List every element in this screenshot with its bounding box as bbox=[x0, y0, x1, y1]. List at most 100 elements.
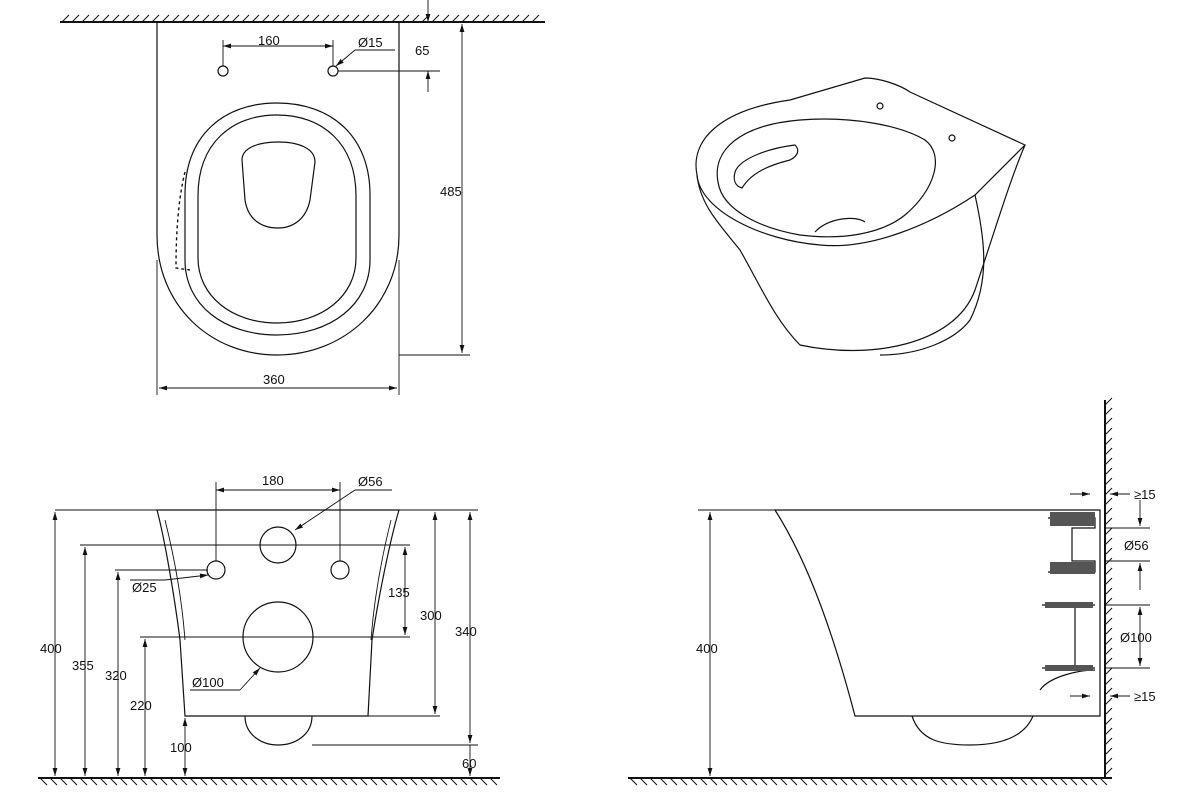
hatch-mark bbox=[1079, 777, 1088, 786]
iso-bowl-body bbox=[695, 77, 1026, 352]
hatch-mark bbox=[1104, 727, 1113, 736]
front-dim-60: 60 bbox=[462, 756, 476, 771]
hatch-mark bbox=[1104, 497, 1113, 506]
hatch-mark bbox=[809, 777, 818, 786]
hatch-mark bbox=[1104, 587, 1113, 596]
front-dim-135: 135 bbox=[388, 585, 410, 600]
hatch-mark bbox=[829, 777, 838, 786]
iso-rim-inner bbox=[716, 118, 936, 238]
hatch-mark bbox=[1104, 637, 1113, 646]
hatch-mark bbox=[1104, 537, 1113, 546]
hatch-mark bbox=[451, 14, 460, 23]
front-bowl-foot bbox=[244, 715, 313, 746]
front-dim-100: 100 bbox=[170, 740, 192, 755]
hatch-mark bbox=[531, 14, 540, 23]
hatch-mark bbox=[469, 777, 478, 786]
hatch-mark bbox=[91, 14, 100, 23]
hatch-mark bbox=[1104, 707, 1113, 716]
hatch-mark bbox=[1104, 667, 1113, 676]
front-dim-340: 340 bbox=[455, 624, 477, 639]
hatch-mark bbox=[181, 14, 190, 23]
iso-rim-top bbox=[696, 144, 1026, 247]
hatch-mark bbox=[1039, 777, 1048, 786]
hatch-mark bbox=[349, 777, 358, 786]
top-rim-outline bbox=[184, 102, 371, 336]
hatch-mark bbox=[219, 777, 228, 786]
hatch-mark bbox=[351, 14, 360, 23]
hatch-mark bbox=[699, 777, 708, 786]
top-wall-line bbox=[60, 14, 545, 23]
hatch-mark bbox=[639, 777, 648, 786]
hatch-mark bbox=[189, 777, 198, 786]
hatch-mark bbox=[1019, 777, 1028, 786]
top-dim-hole-offset: 65 bbox=[415, 43, 429, 58]
hatch-mark bbox=[501, 14, 510, 23]
hatch-mark bbox=[1104, 557, 1113, 566]
hatch-mark bbox=[409, 777, 418, 786]
hatch-mark bbox=[431, 14, 440, 23]
hatch-mark bbox=[1104, 477, 1113, 486]
hatch-mark bbox=[489, 777, 498, 786]
hatch-mark bbox=[939, 777, 948, 786]
hatch-mark bbox=[1104, 697, 1113, 706]
hatch-mark bbox=[1069, 777, 1078, 786]
hatch-mark bbox=[649, 777, 658, 786]
hatch-mark bbox=[889, 777, 898, 786]
hatch-mark bbox=[331, 14, 340, 23]
hatch-mark bbox=[179, 777, 188, 786]
isometric-view bbox=[695, 77, 1026, 356]
front-dim-300: 300 bbox=[420, 608, 442, 623]
hatch-mark bbox=[479, 777, 488, 786]
front-mount-hole-left bbox=[206, 560, 226, 580]
hatch-mark bbox=[269, 777, 278, 786]
hatch-mark bbox=[1104, 547, 1113, 556]
hatch-mark bbox=[1029, 777, 1038, 786]
hatch-mark bbox=[1104, 437, 1113, 446]
side-bowl-body bbox=[773, 509, 1101, 717]
hatch-mark bbox=[521, 14, 530, 23]
hatch-mark bbox=[709, 777, 718, 786]
hatch-mark bbox=[949, 777, 958, 786]
iso-drain bbox=[814, 217, 866, 233]
top-dim-hole-diameter: Ø15 bbox=[358, 35, 383, 50]
hatch-mark bbox=[199, 777, 208, 786]
top-dim-length: 485 bbox=[440, 184, 462, 199]
hatch-mark bbox=[129, 777, 138, 786]
hatch-mark bbox=[49, 777, 58, 786]
hatch-mark bbox=[299, 777, 308, 786]
hatch-mark bbox=[191, 14, 200, 23]
hatch-mark bbox=[1104, 407, 1113, 416]
hatch-mark bbox=[1104, 447, 1113, 456]
hatch-mark bbox=[61, 14, 70, 23]
hatch-mark bbox=[1104, 567, 1113, 576]
side-drain-pipe bbox=[1042, 604, 1095, 669]
hatch-mark bbox=[659, 777, 668, 786]
hatch-mark bbox=[1009, 777, 1018, 786]
hatch-mark bbox=[441, 14, 450, 23]
top-mount-hole-right bbox=[327, 65, 339, 77]
hatch-mark bbox=[371, 14, 380, 23]
hatch-mark bbox=[101, 14, 110, 23]
iso-mount-hole-2 bbox=[948, 134, 956, 142]
hatch-mark bbox=[859, 777, 868, 786]
hatch-mark bbox=[361, 14, 370, 23]
hatch-mark bbox=[211, 14, 220, 23]
front-dim-drain-diameter: Ø100 bbox=[192, 675, 224, 690]
top-view: 160 Ø15 65 485 360 bbox=[60, 0, 545, 395]
front-dim-hole-spacing: 180 bbox=[262, 473, 284, 488]
hatch-mark bbox=[1104, 577, 1113, 586]
hatch-mark bbox=[481, 14, 490, 23]
hatch-mark bbox=[1104, 647, 1113, 656]
hatch-mark bbox=[999, 777, 1008, 786]
hatch-mark bbox=[39, 777, 48, 786]
front-dim-320: 320 bbox=[105, 668, 127, 683]
hatch-mark bbox=[969, 777, 978, 786]
hatch-mark bbox=[321, 14, 330, 23]
hatch-mark bbox=[1104, 767, 1113, 776]
hatch-mark bbox=[439, 777, 448, 786]
hatch-mark bbox=[689, 777, 698, 786]
hatch-mark bbox=[989, 777, 998, 786]
hatch-mark bbox=[899, 777, 908, 786]
side-dim-gap-bottom: ≥15 bbox=[1134, 689, 1156, 704]
